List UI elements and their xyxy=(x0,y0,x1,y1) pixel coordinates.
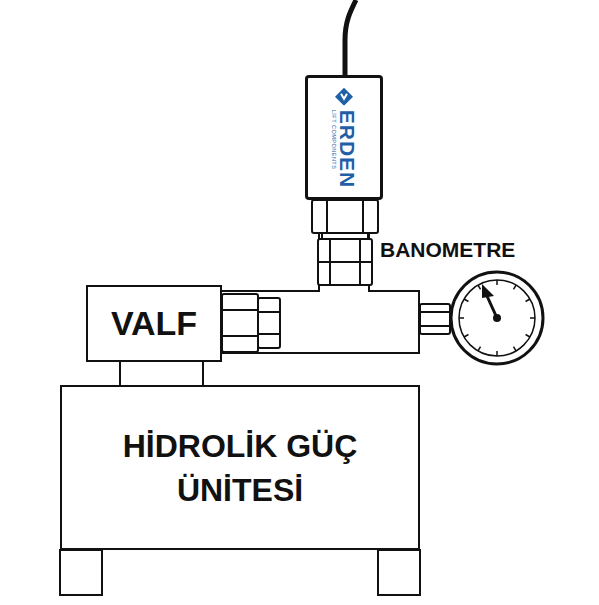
brand-logo xyxy=(335,87,353,105)
gauge-tick xyxy=(526,335,530,338)
gauge-tick xyxy=(514,285,517,289)
pressure-gauge xyxy=(420,272,543,364)
valve-label: VALF xyxy=(111,304,197,343)
brand-tagline: LİFT COMPONENTS xyxy=(330,109,337,169)
valve-box: VALF xyxy=(86,285,222,362)
gauge-tick xyxy=(496,351,498,356)
gauge-tick xyxy=(496,280,498,285)
gauge-tick xyxy=(478,347,481,351)
valve-nuts xyxy=(222,294,280,352)
gauge-tick xyxy=(526,299,530,302)
gauge-tick xyxy=(478,285,481,289)
power-unit-box: HİDROLİK GÜÇ ÜNİTESİ xyxy=(60,385,420,550)
gauge-tick xyxy=(464,299,468,302)
sensor-nut xyxy=(312,200,378,285)
pipe-connector xyxy=(120,362,203,385)
unit-feet xyxy=(60,550,420,595)
gauge-tick xyxy=(459,317,464,319)
gauge-tick xyxy=(514,347,517,351)
pressure-sensor: ERDENLİFT COMPONENTS xyxy=(305,75,383,200)
gauge-label: BANOMETRE xyxy=(380,238,515,262)
brand-name: ERDEN xyxy=(337,109,358,188)
pipe-connector xyxy=(222,200,420,354)
gauge-tick xyxy=(530,317,535,319)
unit-label: HİDROLİK GÜÇ ÜNİTESİ xyxy=(110,424,370,512)
sensor-cable xyxy=(345,0,356,78)
gauge-tick xyxy=(464,335,468,338)
